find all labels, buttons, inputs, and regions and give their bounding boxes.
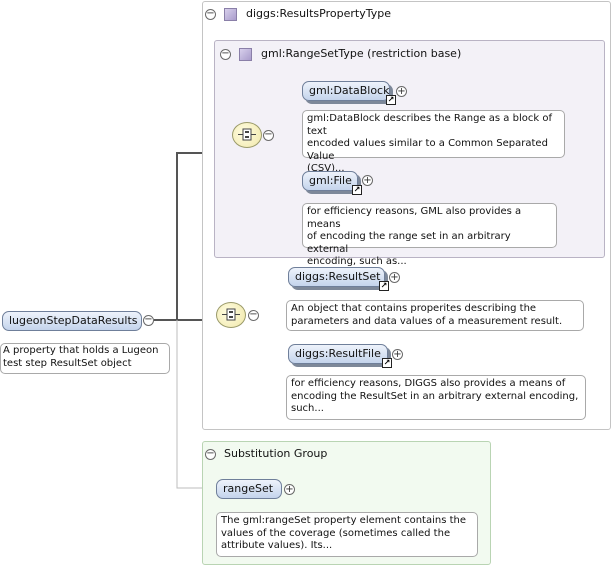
datablock-expand-icon[interactable]: + [396, 86, 407, 97]
doc-line: encoded values similar to a Common Separ… [307, 138, 548, 162]
ref-arrow-icon: ↗ [386, 95, 396, 105]
element-resultfile[interactable]: diggs:ResultFile [288, 344, 388, 364]
doc-line: for efficiency reasons, GML also provide… [307, 206, 522, 230]
doc-line: parameters and data values of a measurem… [291, 315, 563, 327]
datablock-doc: gml:DataBlock describes the Range as a b… [302, 110, 565, 174]
outer-sequence-collapse-icon[interactable]: − [248, 309, 259, 321]
doc-line: (CSV)... [307, 163, 345, 174]
ref-arrow-icon: ↗ [352, 185, 362, 195]
root-doc: A property that holds a Lugeon test step… [0, 343, 170, 374]
doc-line: of encoding the range set in an arbitrar… [307, 231, 511, 255]
element-resultset[interactable]: diggs:ResultSet [288, 267, 385, 287]
base-box-collapse-icon[interactable]: − [220, 48, 231, 60]
sequence-glyph [222, 308, 240, 321]
doc-line: encoding the ResultSet in an arbitrary e… [291, 390, 579, 402]
complex-type-icon [239, 48, 252, 61]
type-box-collapse-icon[interactable]: − [205, 8, 216, 20]
element-rangeset[interactable]: rangeSet [216, 479, 282, 499]
sequence-icon [216, 302, 246, 328]
rangeset-expand-icon[interactable]: + [284, 484, 295, 495]
ref-arrow-icon: ↗ [379, 281, 389, 291]
element-resultfile-label: diggs:ResultFile [295, 347, 381, 360]
type-box-title: diggs:ResultsPropertyType [246, 7, 391, 20]
sequence-icon [232, 122, 262, 148]
file-expand-icon[interactable]: + [362, 175, 373, 186]
element-resultset-label: diggs:ResultSet [295, 270, 381, 283]
root-doc-line: test step ResultSet object [3, 357, 132, 369]
root-doc-line: A property that holds a Lugeon [3, 345, 159, 356]
element-file-label: gml:File [309, 174, 352, 187]
base-box-title: gml:RangeSetType (restriction base) [261, 47, 462, 60]
doc-line: such... [291, 403, 324, 414]
doc-line: attribute values). Its... [221, 540, 333, 551]
doc-line: gml:DataBlock describes the Range as a b… [307, 113, 552, 137]
doc-line: values of the coverage (sometimes called… [221, 527, 451, 539]
substitution-group-title: Substitution Group [224, 447, 328, 460]
doc-line: The gml:rangeSet property element contai… [221, 515, 467, 526]
ref-arrow-icon: ↗ [382, 358, 392, 368]
doc-line: for efficiency reasons, DIGGS also provi… [291, 378, 566, 389]
doc-line: encoding, such as... [307, 256, 407, 267]
resultfile-expand-icon[interactable]: + [392, 349, 403, 360]
element-datablock[interactable]: gml:DataBlock [302, 81, 390, 101]
inner-sequence-collapse-icon[interactable]: − [263, 129, 274, 141]
resultset-doc: An object that contains properites descr… [286, 300, 584, 331]
element-datablock-label: gml:DataBlock [309, 84, 390, 97]
root-element-label: lugeonStepDataResults [9, 314, 138, 327]
root-element[interactable]: lugeonStepDataResults [2, 311, 142, 331]
root-collapse-icon[interactable]: − [143, 314, 154, 326]
file-doc: for efficiency reasons, GML also provide… [302, 203, 557, 267]
resultfile-doc: for efficiency reasons, DIGGS also provi… [286, 375, 586, 420]
complex-type-icon [224, 8, 237, 21]
sequence-glyph [238, 128, 256, 141]
resultset-expand-icon[interactable]: + [389, 272, 400, 283]
substitution-group-collapse-icon[interactable]: − [205, 448, 216, 460]
element-file[interactable]: gml:File [302, 171, 358, 191]
doc-line: An object that contains properites descr… [291, 303, 537, 314]
element-rangeset-label: rangeSet [223, 482, 274, 495]
rangeset-doc: The gml:rangeSet property element contai… [216, 512, 478, 557]
